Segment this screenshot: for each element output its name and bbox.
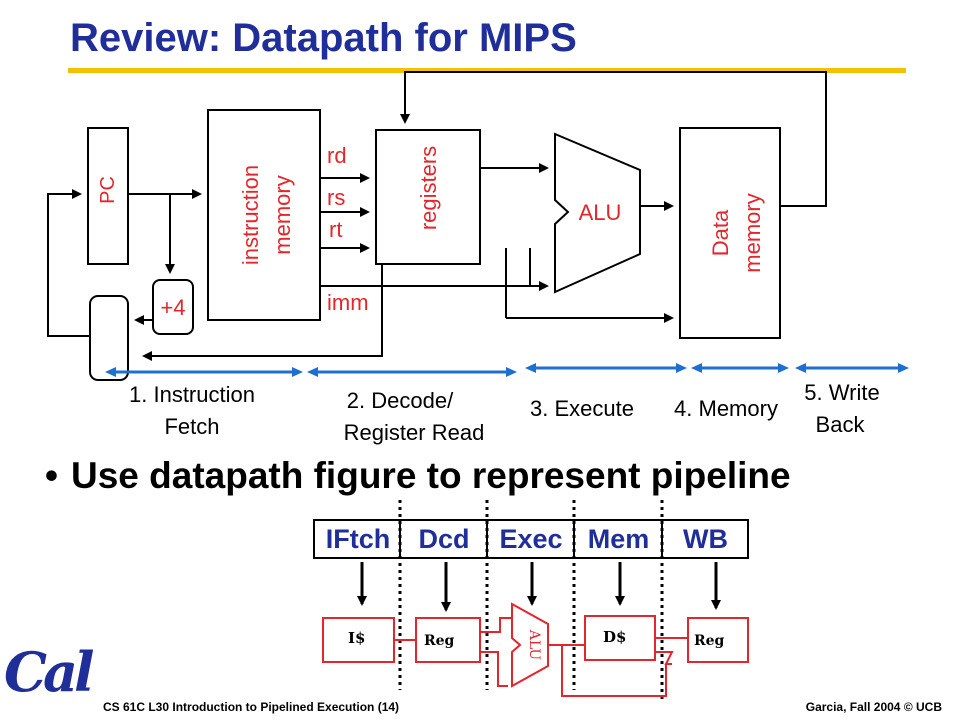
- pipeline-reg-read-label: Reg: [424, 633, 455, 649]
- field-rd: rd: [327, 143, 347, 168]
- cal-logo: Cal: [4, 640, 94, 704]
- datapath-wires: [47, 71, 827, 361]
- footer-copyright: Garcia, Fall 2004 © UCB: [805, 700, 942, 714]
- adder-block: [152, 279, 194, 335]
- instruction-memory-label-2: memory: [270, 175, 295, 254]
- pipeline-reg-write: [687, 617, 749, 663]
- pc-label: PC: [97, 176, 119, 204]
- pipeline-icache-label: I$: [348, 629, 365, 647]
- instruction-memory-block: [207, 109, 321, 321]
- data-memory-label-1: Data: [708, 209, 733, 256]
- pipeline-alu-label: ALU: [526, 629, 542, 661]
- stage-4-label: 4. Memory: [674, 396, 778, 421]
- alu-label: ALU: [579, 200, 622, 225]
- field-imm: imm: [327, 290, 369, 315]
- pipeline-icache: [322, 617, 395, 663]
- bullet-label: Use datapath figure to represent pipelin…: [71, 455, 791, 496]
- field-rt: rt: [329, 217, 342, 242]
- registers-label: registers: [416, 146, 441, 230]
- pipeline-strip: [313, 519, 749, 559]
- pipeline-dcache: [584, 615, 656, 661]
- data-memory-label-2: memory: [740, 193, 765, 272]
- strip-label-iftch: IFtch: [325, 524, 391, 554]
- field-rs: rs: [327, 185, 345, 210]
- stage-2-line-2: Register Read: [344, 420, 485, 445]
- title-rule: [68, 68, 906, 73]
- strip-label-mem: Mem: [587, 524, 650, 554]
- stage-5-line-1: 5. Write: [804, 380, 879, 405]
- pc-mux: [89, 295, 129, 381]
- bullet-dot: •: [45, 455, 58, 496]
- strip-label-exec: Exec: [499, 524, 563, 554]
- stage-arrows: [105, 363, 909, 377]
- adder-label: +4: [160, 295, 185, 320]
- stage-2-line-1: 2. Decode/: [347, 388, 454, 413]
- pipeline-wires: [394, 617, 688, 697]
- instruction-memory-label-1: instruction: [238, 165, 263, 265]
- pipeline-dcache-label: D$: [603, 628, 626, 646]
- pipeline-alu: [511, 602, 549, 688]
- strip-label-wb: WB: [683, 524, 728, 554]
- pc-block: [87, 127, 129, 265]
- footer-course-label: CS 61C L30 Introduction to Pipelined Exe…: [103, 700, 400, 714]
- data-memory-block: [679, 127, 781, 339]
- strip-label-dcd: Dcd: [418, 524, 470, 554]
- stage-5-line-2: Back: [816, 412, 866, 437]
- page-title: Review: Datapath for MIPS: [70, 16, 577, 60]
- pipeline-separators: [398, 500, 664, 700]
- registers-block: [375, 129, 481, 265]
- stage-3-label: 3. Execute: [530, 396, 634, 421]
- pipeline-down-arrows: [357, 562, 721, 612]
- stage-1-line-2: Fetch: [164, 414, 219, 439]
- pipeline-reg-write-label: Reg: [694, 633, 725, 649]
- stage-1-line-1: 1. Instruction: [129, 382, 255, 407]
- bullet-text: • Use datapath figure to represent pipeli…: [45, 455, 791, 497]
- alu-block: [554, 132, 641, 294]
